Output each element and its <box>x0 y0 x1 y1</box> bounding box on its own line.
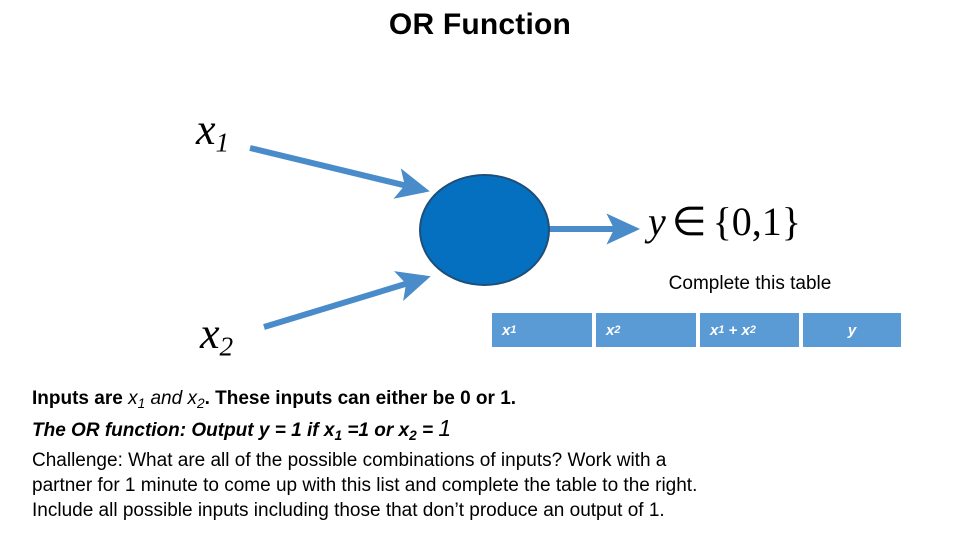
page-title: OR Function <box>388 8 572 41</box>
neuron-node <box>419 174 550 286</box>
body-line-inputs: Inputs are x1 and x2. These inputs can e… <box>32 388 517 411</box>
table-header-y[interactable]: y <box>803 313 901 347</box>
input-label-x2: x2 <box>200 309 234 362</box>
table-caption: Complete this table <box>668 273 832 294</box>
body-line-challenge-2: partner for 1 minute to come up with thi… <box>32 474 698 496</box>
body-line-challenge-1: Challenge: What are all of the possible … <box>32 449 667 471</box>
input-1-arrow <box>249 145 430 199</box>
body-line-challenge-3: Include all possible inputs including th… <box>32 499 665 521</box>
equation-variable: y <box>648 199 666 244</box>
body-text-block: Inputs are x1 and x2. These inputs can e… <box>32 386 912 523</box>
equation-operator: ∈ <box>671 199 707 244</box>
equation-set: {0,1} <box>712 199 802 244</box>
input-2-arrow <box>263 271 431 330</box>
output-equation: y∈{0,1} <box>648 198 801 245</box>
body-line-or-function: The OR function: Output y = 1 if x1 =1 o… <box>32 414 452 443</box>
input-label-x1: x1 <box>196 105 230 158</box>
